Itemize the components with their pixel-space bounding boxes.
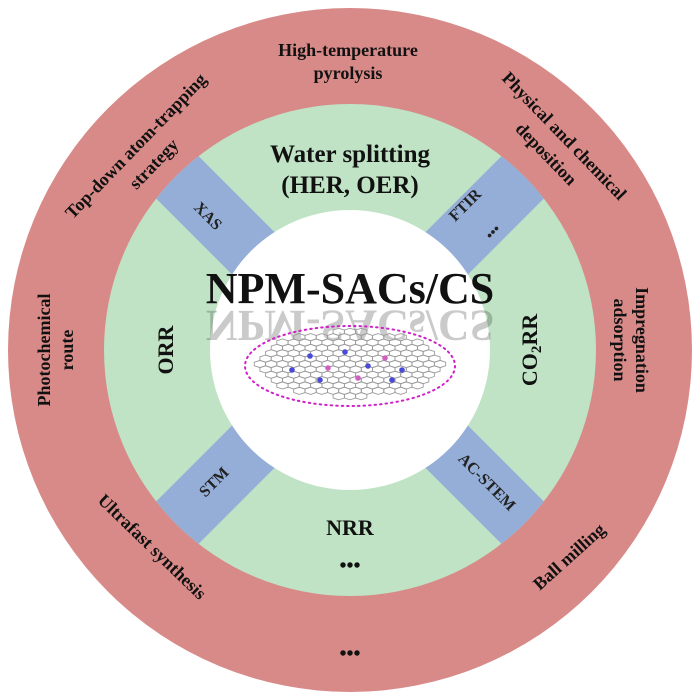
- app-ellipsis: •••: [339, 555, 360, 577]
- dotted-ellipse: [244, 325, 456, 407]
- app-co2rr: CO2RR: [517, 313, 545, 386]
- graphene-hexagon: [411, 381, 424, 390]
- metal-atom: [325, 365, 331, 371]
- dopant-atom: [307, 353, 313, 359]
- synth-route: route: [57, 330, 77, 371]
- synth-impregnation: Impregnation: [632, 287, 652, 393]
- dopant-atom: [289, 367, 295, 373]
- dopant-atom: [389, 377, 395, 383]
- graphene-sheet-illustration: [253, 327, 447, 401]
- synth-high-temp: High-temperature: [278, 40, 418, 60]
- metal-atom: [382, 355, 388, 361]
- center-title: NPM-SACs/CS: [206, 264, 494, 313]
- synth-photochemical: Photochemical: [34, 294, 54, 407]
- synth-adsorption: adsorption: [610, 298, 630, 381]
- dopant-atom: [317, 377, 323, 383]
- app-water-splitting: Water splitting: [270, 141, 430, 168]
- app-her-oer: (HER, OER): [281, 172, 419, 199]
- synth-ellipsis: •••: [339, 643, 360, 665]
- app-nrr: NRR: [326, 515, 375, 540]
- app-orr: ORR: [153, 324, 178, 374]
- dopant-atom: [342, 349, 348, 355]
- metal-atom: [355, 375, 361, 381]
- graphene-hexagon: [394, 386, 407, 395]
- dopant-atom: [399, 367, 405, 373]
- graphene-hexagon: [355, 392, 368, 401]
- dopant-atom: [365, 363, 371, 369]
- synth-pyrolysis: pyrolysis: [314, 63, 383, 83]
